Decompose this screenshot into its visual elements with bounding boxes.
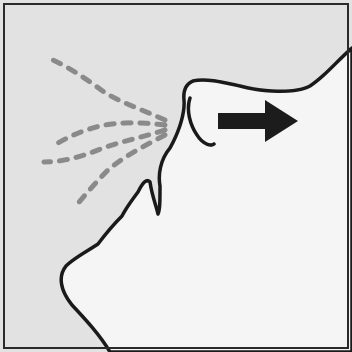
breathing-diagram xyxy=(0,0,352,352)
diagram-canvas xyxy=(0,0,352,352)
